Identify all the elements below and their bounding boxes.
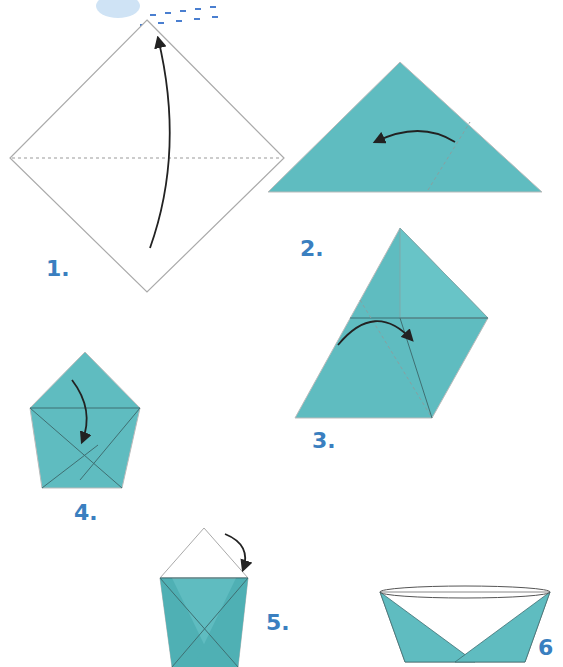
step-number: 6 bbox=[538, 637, 553, 659]
step-number: 3. bbox=[312, 430, 336, 452]
step-number: 4. bbox=[74, 502, 98, 524]
step6-cup bbox=[380, 586, 550, 662]
step4-pentagon bbox=[30, 352, 140, 488]
step1-square bbox=[10, 20, 284, 292]
step5-cup-fold bbox=[160, 528, 248, 667]
decor-fragment bbox=[96, 0, 218, 26]
step3-fold bbox=[295, 228, 488, 418]
step-number: 5. bbox=[266, 612, 290, 634]
step-number: 2. bbox=[300, 238, 324, 260]
step2-triangle bbox=[268, 62, 542, 192]
step-number: 1. bbox=[46, 258, 70, 280]
